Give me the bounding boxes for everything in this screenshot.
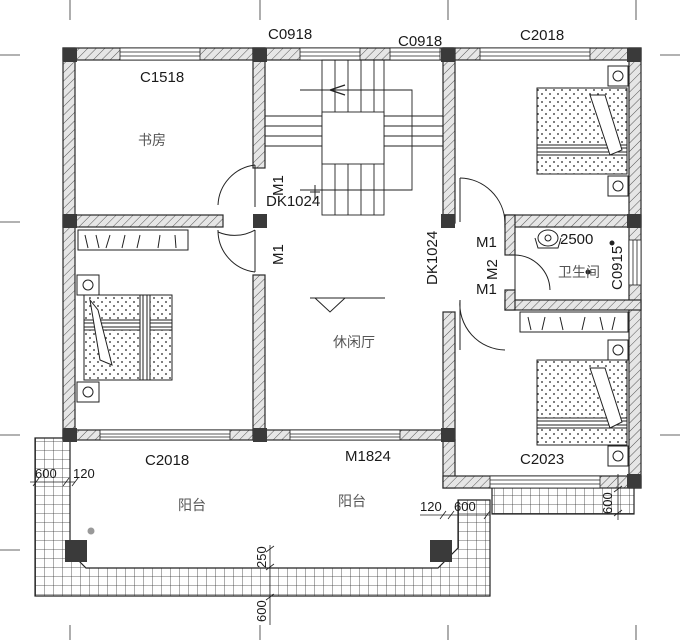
staircase <box>265 59 443 216</box>
dim-right-120: 120 <box>420 499 442 514</box>
label-m1-study: M1 <box>270 175 287 196</box>
label-dk1024-right: DK1024 <box>424 231 441 285</box>
doors <box>217 164 551 351</box>
label-c2023: C2023 <box>520 451 564 468</box>
lower-right-bed <box>519 311 629 467</box>
room-lounge: 休闲厅 <box>333 335 375 351</box>
dim-left-600: 600 <box>35 466 57 481</box>
columns <box>63 48 641 562</box>
room-balcony-right: 阳台 <box>338 494 366 510</box>
room-bathroom: 卫生间 <box>558 265 600 281</box>
label-c2018-bottom: C2018 <box>145 452 189 469</box>
room-balcony-left: 阳台 <box>178 498 206 514</box>
windows <box>99 47 642 489</box>
dimension-lines <box>30 474 623 625</box>
bathroom-fixtures <box>534 229 615 275</box>
upper-right-bed <box>536 65 629 197</box>
lounge-marker <box>310 185 385 313</box>
dim-right-600: 600 <box>454 499 476 514</box>
label-m1-right-bed: M1 <box>476 234 497 251</box>
room-study: 书房 <box>138 133 166 149</box>
balcony-parapet <box>34 437 635 597</box>
dim-bottom-600: 600 <box>254 600 269 622</box>
label-c2018-top: C2018 <box>520 27 564 44</box>
label-c0918-right: C0918 <box>398 33 442 50</box>
right-ledge-tiles <box>491 485 635 515</box>
label-m1-left-bed: M1 <box>270 244 287 265</box>
label-c0915: C0915 <box>609 246 626 290</box>
label-m2-bath: M2 <box>484 259 501 280</box>
label-dk1024-top: DK1024 <box>266 193 320 210</box>
label-m1824: M1824 <box>345 448 391 465</box>
dim-bottom-250: 250 <box>254 546 269 568</box>
dim-side-600: 600 <box>600 492 615 514</box>
balcony-drain-icon <box>87 527 95 535</box>
label-m1-lower-right: M1 <box>476 281 497 298</box>
dim-left-120: 120 <box>73 466 95 481</box>
left-bed <box>76 229 189 403</box>
label-fixture-2500: 2500 <box>560 231 593 248</box>
label-c0918-left: C0918 <box>268 26 312 43</box>
label-c1518: C1518 <box>140 69 184 86</box>
